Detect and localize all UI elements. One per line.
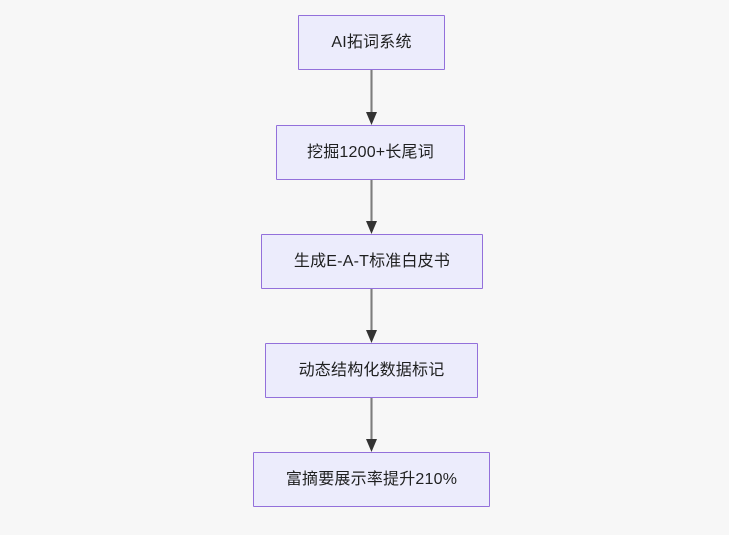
flow-node-mine-longtail-keywords[interactable]: 挖掘1200+长尾词 — [276, 125, 465, 180]
flow-node-rich-snippet-impression-lift[interactable]: 富摘要展示率提升210% — [253, 452, 490, 507]
edge-node3-to-node4 — [366, 289, 377, 343]
flow-node-label: 生成E-A-T标准白皮书 — [293, 252, 451, 270]
edge-node1-to-node2 — [366, 70, 377, 125]
edge-node2-to-node3 — [366, 180, 377, 234]
edge-node4-to-node5 — [366, 398, 377, 452]
flow-node-generate-eat-whitepaper[interactable]: 生成E-A-T标准白皮书 — [261, 234, 483, 289]
flow-node-label: 挖掘1200+长尾词 — [307, 143, 434, 161]
flow-node-ai-keyword-system[interactable]: AI拓词系统 — [298, 15, 445, 70]
flow-node-label: AI拓词系统 — [331, 33, 412, 51]
flow-node-dynamic-structured-data-markup[interactable]: 动态结构化数据标记 — [265, 343, 478, 398]
flow-node-label: 富摘要展示率提升210% — [285, 470, 458, 488]
flow-node-label: 动态结构化数据标记 — [298, 361, 445, 379]
